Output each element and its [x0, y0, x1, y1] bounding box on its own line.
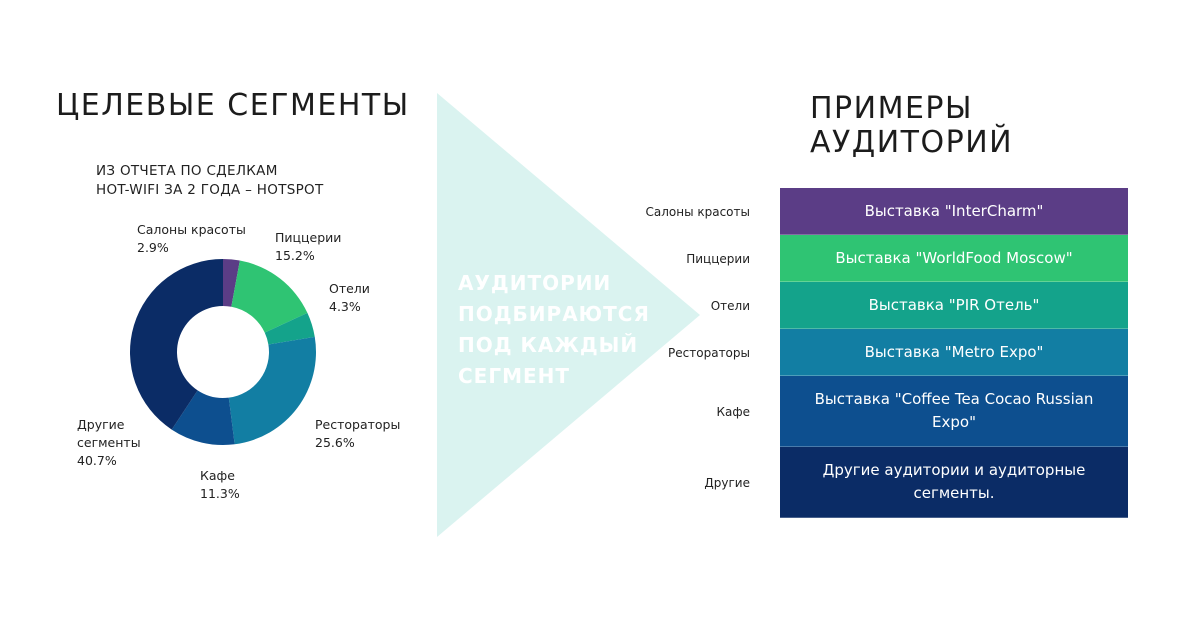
row-segment-label: Ресторaторы — [668, 345, 750, 360]
slice-other — [129, 259, 223, 430]
label-beauty: Салоны красоты 2.9% — [137, 221, 246, 257]
row-segment-label: Отели — [710, 298, 750, 313]
label-pizzeria-name: Пиццерии — [275, 230, 342, 245]
row-audience-box: Выставка "PIR Отель" — [780, 282, 1128, 329]
label-cafe-value: 11.3% — [200, 486, 240, 501]
label-other: Другие сегменты 40.7% — [77, 416, 157, 470]
label-restaurateurs-name: Ресторaторы — [315, 417, 401, 432]
chart-subtitle: ИЗ ОТЧЕТА ПО СДЕЛКАМ HOT-WIFI ЗА 2 ГОДА … — [96, 162, 324, 200]
audience-table: Салоны красоты Выставка "InterCharm" Пиц… — [640, 188, 1158, 518]
row-audience-box: Выставка "WorldFood Moscow" — [780, 235, 1128, 282]
left-title: ЦЕЛЕВЫЕ СЕГМЕНТЫ — [56, 88, 410, 123]
row-audience-box: Выставка "Coffee Tea Cocao Russian Expo" — [780, 376, 1128, 447]
label-hotels-name: Отели — [329, 281, 370, 296]
subtitle-line-1: ИЗ ОТЧЕТА ПО СДЕЛКАМ — [96, 163, 278, 179]
slice-pizzeria — [231, 260, 308, 333]
slice-cafe — [171, 390, 235, 445]
label-hotels: Отели 4.3% — [329, 280, 370, 316]
arrow-triangle — [437, 93, 700, 537]
row-segment-label: Другие — [704, 475, 750, 490]
audience-row-restaurateurs: Ресторaторы Выставка "Metro Expo" — [640, 329, 1158, 376]
label-other-value: 40.7% — [77, 453, 117, 468]
right-title: ПРИМЕРЫ АУДИТОРИЙ — [810, 92, 1013, 160]
arrow-text-line-2: ПОДБИРАЮТСЯ — [458, 302, 650, 326]
slice-beauty — [223, 259, 240, 307]
arrow-text-line-1: АУДИТОРИИ — [458, 271, 612, 295]
audience-row-pizzeria: Пиццерии Выставка "WorldFood Moscow" — [640, 235, 1158, 282]
label-cafe: Кафе 11.3% — [200, 467, 240, 503]
subtitle-line-2: HOT-WIFI ЗА 2 ГОДА – HOTSPOT — [96, 182, 324, 198]
row-audience-box: Выставка "Metro Expo" — [780, 329, 1128, 376]
donut-chart — [129, 259, 316, 445]
label-cafe-name: Кафе — [200, 468, 235, 483]
label-other-name: Другие сегменты — [77, 417, 141, 450]
audience-row-other: Другие Другие аудитории и аудиторные сег… — [640, 447, 1158, 518]
label-hotels-value: 4.3% — [329, 299, 361, 314]
label-pizzeria: Пиццерии 15.2% — [275, 229, 341, 265]
row-segment-label: Пиццерии — [686, 251, 750, 266]
slice-restaurateurs — [228, 336, 316, 445]
row-audience-box: Выставка "InterCharm" — [780, 188, 1128, 235]
audience-row-cafe: Кафе Выставка "Coffee Tea Cocao Russian … — [640, 376, 1158, 447]
row-audience-box: Другие аудитории и аудиторные сегменты. — [780, 447, 1128, 518]
right-title-line-1: ПРИМЕРЫ — [810, 91, 973, 126]
label-restaurateurs: Ресторaторы 25.6% — [315, 416, 400, 452]
row-segment-label: Салоны красоты — [645, 204, 750, 219]
label-restaurateurs-value: 25.6% — [315, 435, 355, 450]
label-beauty-value: 2.9% — [137, 240, 169, 255]
label-beauty-name: Салоны красоты — [137, 222, 246, 237]
arrow-text-line-4: СЕГМЕНТ — [458, 364, 571, 388]
arrow-text: АУДИТОРИИ ПОДБИРАЮТСЯ ПОД КАЖДЫЙ СЕГМЕНТ — [458, 268, 650, 392]
row-segment-label: Кафе — [716, 404, 750, 419]
arrow-text-line-3: ПОД КАЖДЫЙ — [458, 333, 639, 357]
audience-row-beauty: Салоны красоты Выставка "InterCharm" — [640, 188, 1158, 235]
label-pizzeria-value: 15.2% — [275, 248, 315, 263]
slice-hotels — [264, 312, 315, 345]
audience-row-hotels: Отели Выставка "PIR Отель" — [640, 282, 1158, 329]
right-title-line-2: АУДИТОРИЙ — [810, 125, 1014, 160]
